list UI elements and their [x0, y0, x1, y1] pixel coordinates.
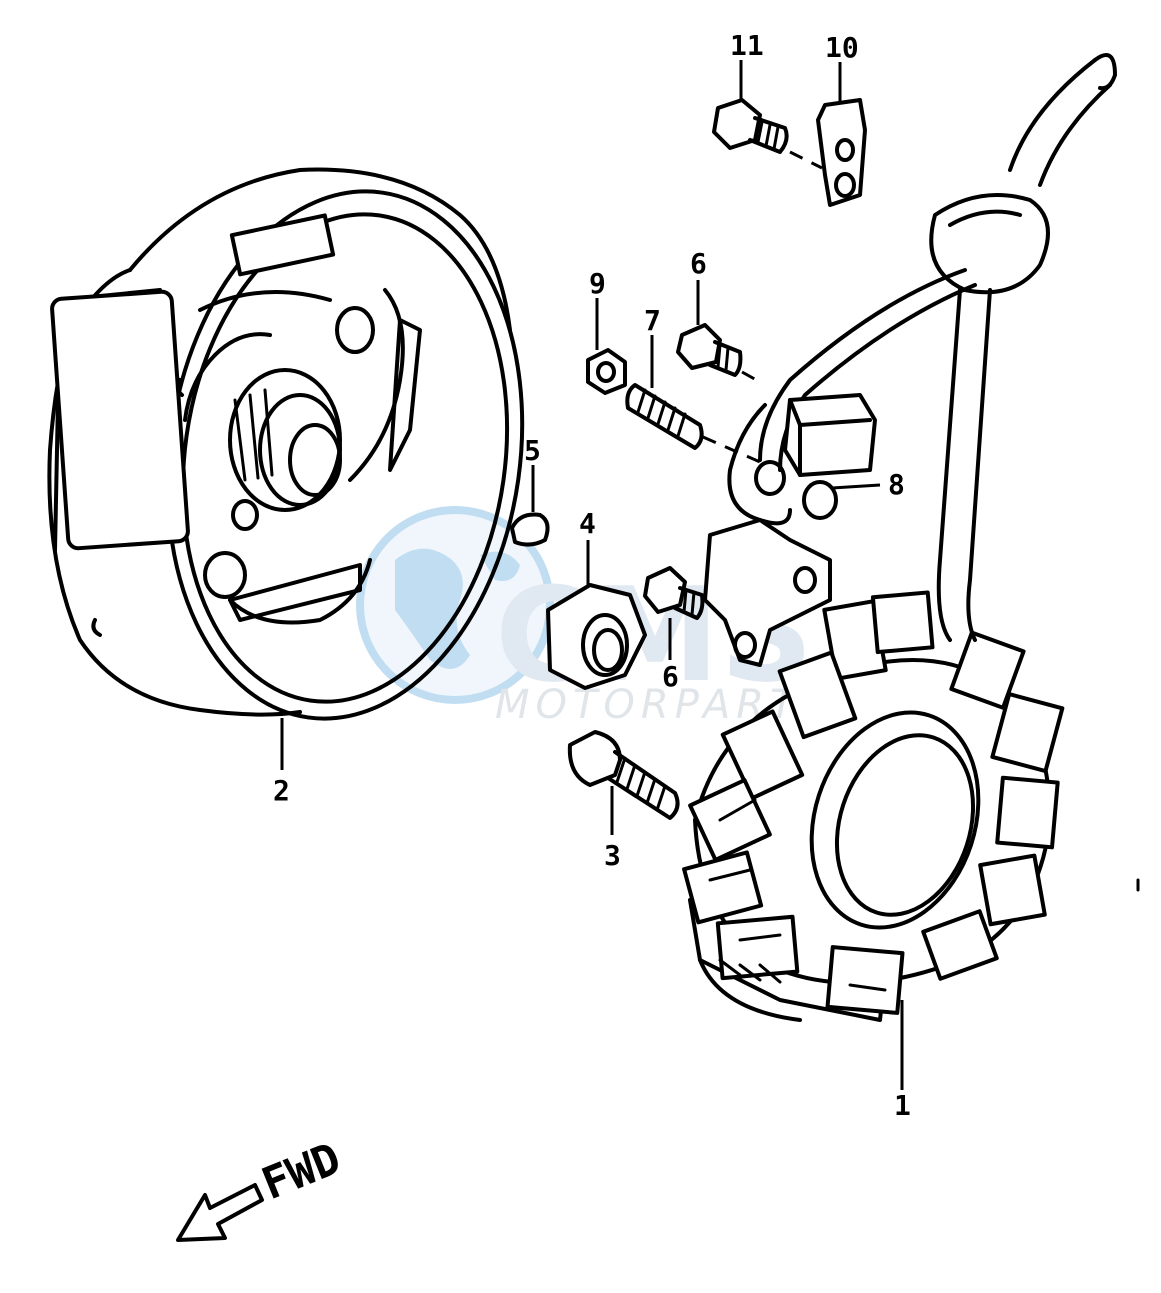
hex-nut: [586, 348, 627, 395]
callout-4: 4: [579, 507, 596, 540]
callout-11: 11: [730, 29, 764, 62]
rotor-flywheel: [47, 167, 525, 721]
pickup-coil: [703, 393, 877, 667]
stator-assembly: [682, 590, 1065, 1022]
callout-6-upper: 6: [690, 247, 707, 280]
callout-10: 10: [825, 31, 859, 64]
globe-icon: [356, 506, 554, 704]
woodruff-key: [510, 512, 550, 547]
clamp-bolt: [712, 98, 789, 154]
assembly-lines: [702, 150, 823, 464]
callout-8: 8: [888, 468, 905, 501]
forward-direction-indicator: FWD: [176, 1133, 348, 1242]
callout-7: 7: [644, 304, 661, 337]
callout-1: 1: [894, 1089, 911, 1122]
callout-5: 5: [524, 434, 541, 467]
stud-bolt: [625, 383, 704, 450]
pickup-screw-upper: [676, 323, 743, 377]
forward-arrow-icon: [176, 1183, 264, 1242]
rotor-bolt: [567, 730, 680, 820]
callout-labels: 11 10 6 9 7 5 4 8 6 2 3 1: [273, 29, 911, 1122]
callout-9: 9: [589, 267, 606, 300]
pickup-screw-lower: [643, 566, 705, 620]
leader-lines: [280, 60, 904, 1090]
wiring-harness: [727, 53, 1117, 642]
wire-clamp: [816, 98, 867, 207]
flywheel-nut: [546, 583, 647, 690]
callout-2: 2: [273, 774, 290, 807]
callout-6-lower: 6: [662, 660, 679, 693]
callout-3: 3: [604, 839, 621, 872]
direction-label: FWD: [255, 1133, 348, 1210]
